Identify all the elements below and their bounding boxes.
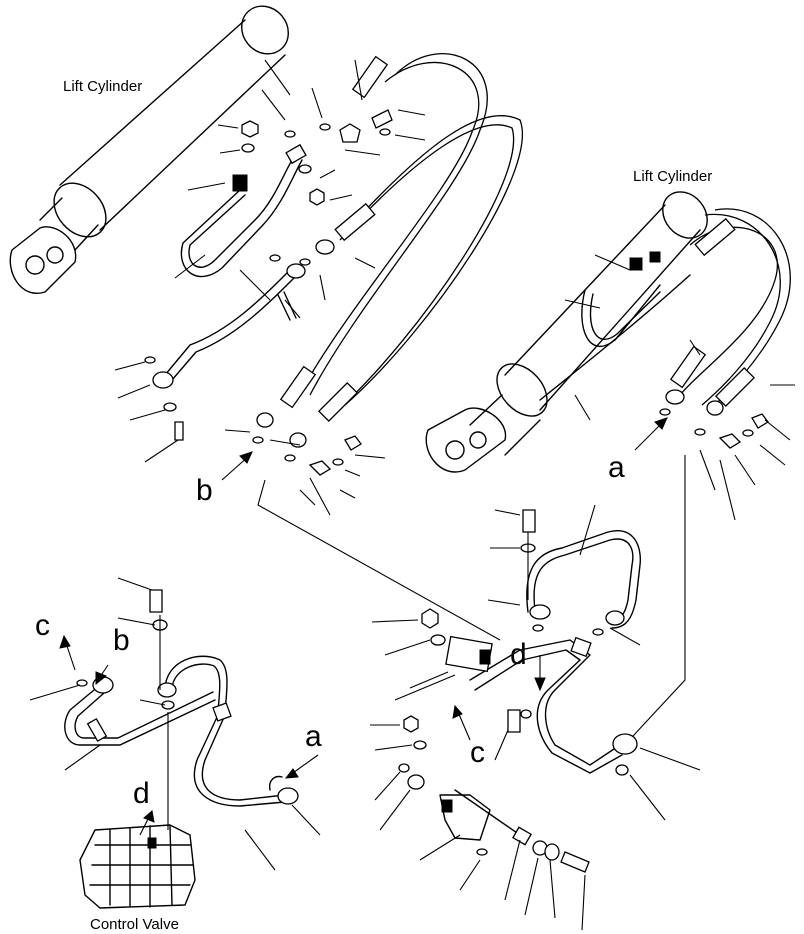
center-right-piping xyxy=(421,509,642,776)
letter-c-center: c xyxy=(470,736,485,769)
bottom-bracket-assembly xyxy=(398,715,590,873)
lower-left-piping xyxy=(64,589,299,830)
letter-c-left: c xyxy=(35,609,50,642)
letter-a-upper: a xyxy=(608,451,625,484)
lift-cylinder-label-left: Lift Cylinder xyxy=(63,78,142,95)
lift-cylinder-label-right: Lift Cylinder xyxy=(633,168,712,185)
leader-b-to-center xyxy=(257,479,501,641)
right-hoses xyxy=(659,208,791,449)
letter-b-upper: b xyxy=(196,474,213,507)
right-lift-cylinder xyxy=(425,191,708,473)
flow-arrows xyxy=(59,417,668,836)
leader-lines xyxy=(29,59,795,931)
left-cylinder-upper-pipe xyxy=(180,143,307,278)
control-valve xyxy=(79,824,196,909)
left-lift-cylinder xyxy=(9,5,289,295)
left-cylinder-lower-pipe xyxy=(152,263,306,389)
leader-a-to-lower xyxy=(619,455,686,751)
letter-a-lower: a xyxy=(305,720,322,753)
letter-b-left: b xyxy=(113,624,130,657)
left-cylinder-fittings xyxy=(144,109,393,441)
letter-d-center: d xyxy=(510,638,527,671)
control-valve-label: Control Valve xyxy=(90,916,179,933)
letter-d-left: d xyxy=(133,777,150,810)
